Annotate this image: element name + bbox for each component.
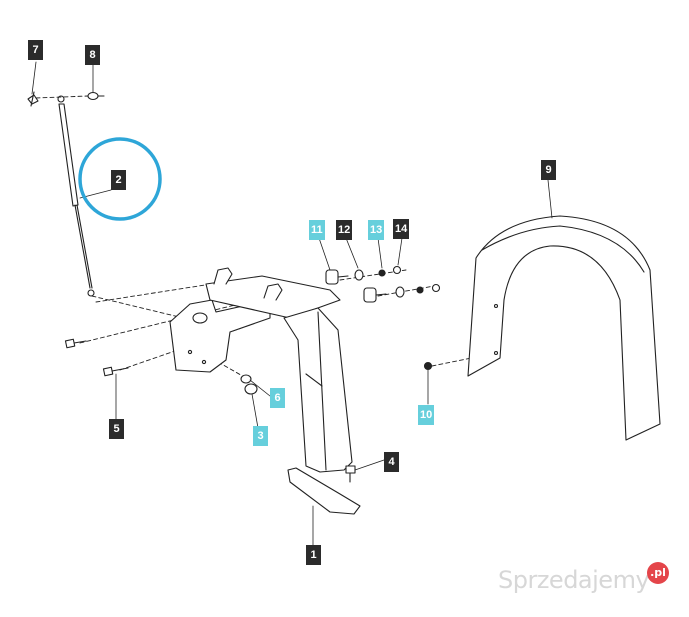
callout-2: 2 (111, 170, 126, 190)
watermark-text: Sprzedajemy (498, 566, 650, 594)
callout-12: 12 (336, 220, 353, 240)
part-7-clip-pin (27, 91, 39, 107)
callout-8: 8 (85, 45, 100, 65)
part-1-frame (283, 307, 361, 515)
watermark-badge: .pl (647, 562, 669, 584)
callout-11: 11 (309, 220, 325, 240)
part-2-gas-strut (57, 95, 95, 297)
part-8-ball-joint (87, 91, 105, 101)
callout-3: 3 (253, 426, 268, 446)
part-5-bolts (64, 338, 129, 377)
callout-13: 13 (368, 220, 385, 240)
callout-14: 14 (393, 219, 410, 239)
frame-top-plate (205, 267, 341, 319)
mount-bracket (169, 299, 271, 373)
part-9-fender (467, 215, 661, 441)
callout-1: 1 (306, 545, 321, 565)
highlight-circle (78, 137, 162, 221)
leader-lines (31, 61, 553, 546)
part-11-14-mount-hardware (325, 265, 441, 303)
assembly-lines (35, 95, 497, 379)
callout-7: 7 (28, 40, 43, 60)
callout-9: 9 (541, 160, 556, 180)
part-10-screw (423, 361, 433, 371)
part-6-3-bushings (240, 374, 258, 395)
callout-5: 5 (109, 419, 124, 439)
callout-6: 6 (270, 388, 285, 408)
callout-10: 10 (418, 405, 435, 425)
part-4-bolt (345, 465, 356, 483)
callout-4: 4 (384, 452, 399, 472)
